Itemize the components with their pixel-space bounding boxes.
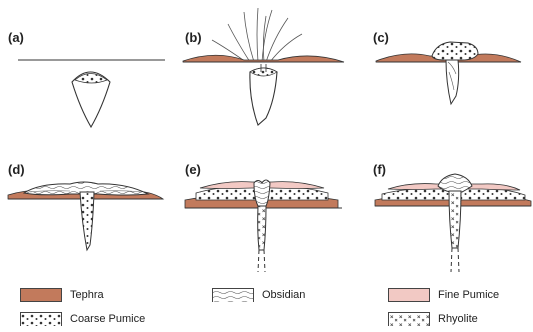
legend-swatch-rhyolite <box>388 312 430 326</box>
legend-label-rhyolite: Rhyolite <box>438 313 478 325</box>
obsidian-dome-f <box>438 174 472 192</box>
panel-a <box>18 60 165 127</box>
conduit-extension-f <box>451 248 459 272</box>
legend-swatch-tephra <box>20 288 62 302</box>
legend-label-coarse-pumice: Coarse Pumice <box>70 313 145 325</box>
conduit-d <box>80 192 94 250</box>
panel-c <box>376 42 521 104</box>
conduit-extension-e <box>258 250 265 272</box>
coarse-pumice-dome-c <box>432 42 478 60</box>
legend-swatch-fine-pumice <box>388 288 430 302</box>
legend-label-tephra: Tephra <box>70 289 104 301</box>
panel-d <box>8 182 163 250</box>
magma-body-b <box>250 68 277 125</box>
rhyolite-conduit-f <box>449 191 461 248</box>
panel-f <box>375 174 531 272</box>
obsidian-plug-e <box>254 180 270 206</box>
legend-swatch-coarse-pumice <box>20 312 62 326</box>
rhyolite-conduit-e <box>258 206 266 250</box>
legend-swatch-obsidian <box>212 288 254 302</box>
legend-label-obsidian: Obsidian <box>262 289 305 301</box>
legend-label-fine-pumice: Fine Pumice <box>438 289 499 301</box>
eruption-plume <box>212 8 302 62</box>
panel-b <box>183 8 344 125</box>
panel-e <box>185 180 342 272</box>
